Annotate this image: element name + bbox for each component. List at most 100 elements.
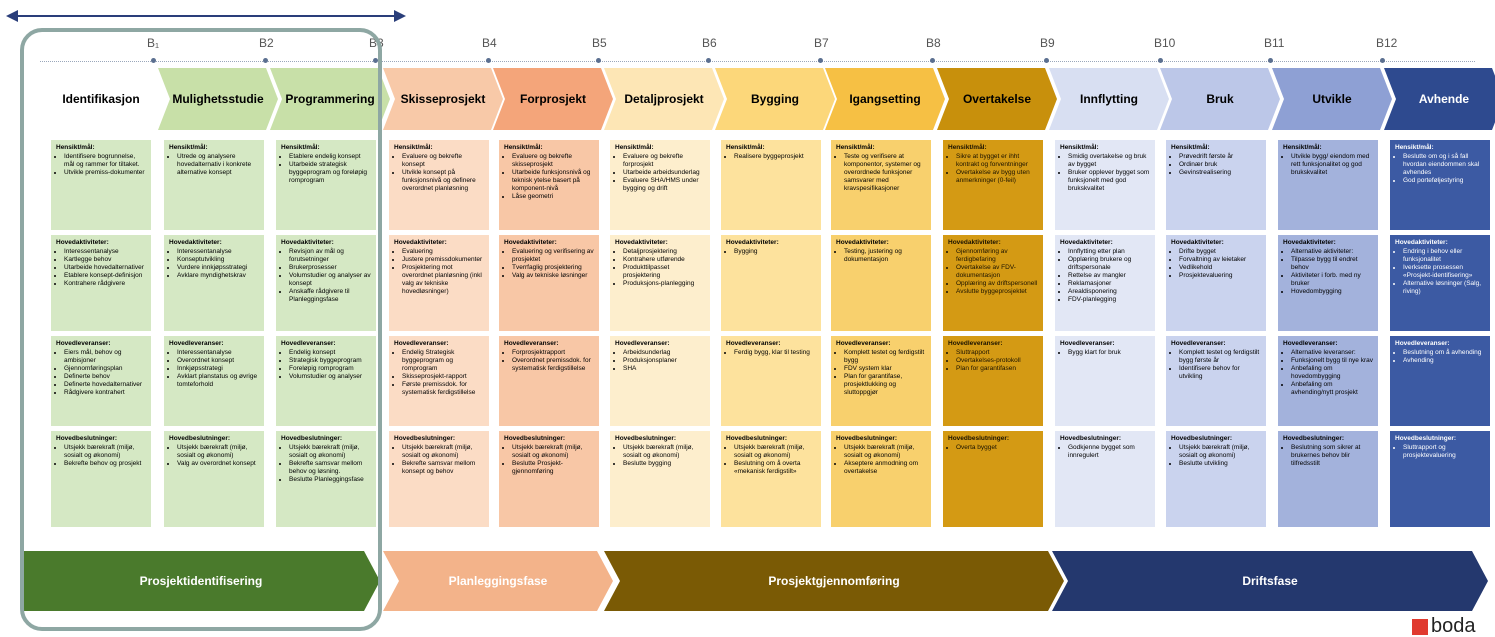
bullet-list: InteressentanalyseKonseptutviklingVurder… xyxy=(169,248,259,280)
milestone-dot xyxy=(1158,58,1163,63)
bullet-item: Identifisere bogrunnelse, mål og rammer … xyxy=(64,153,146,169)
cell-goal: Hensikt/mål:Evaluere og bekrefte forpros… xyxy=(610,140,710,230)
band-driftsfase: Driftsfase xyxy=(1052,551,1488,611)
bullet-item: Bekrefte behov og prosjekt xyxy=(64,460,146,468)
cell-goal: Hensikt/mål:Sikre at bygget er ihht kont… xyxy=(943,140,1043,230)
bullet-item: Endelig konsept xyxy=(289,349,371,357)
phase-column-innflytting: Hensikt/mål: Smidig overtakelse og bruk a… xyxy=(1055,140,1155,540)
bullet-item: Gjennomføring av ferdigbefaring xyxy=(956,248,1038,264)
bullet-item: Justere premissdokumenter xyxy=(402,256,484,264)
bullet-item: Smidig overtakelse og bruk av bygget xyxy=(1068,153,1150,169)
company-logo: boda xyxy=(1412,612,1492,636)
cell-title: Hovedleveranser: xyxy=(948,340,1003,347)
bullet-item: Utarbeide funksjonsnivå og teknisk ytels… xyxy=(512,169,594,193)
bullet-item: Beslutte om og i så fall hvordan eiendom… xyxy=(1403,153,1485,177)
cell-title: Hensikt/mål: xyxy=(1171,144,1210,151)
cell-title: Hovedleveranser: xyxy=(726,340,781,347)
bullet-item: Sluttrapport xyxy=(956,349,1038,357)
milestone-dot xyxy=(596,58,601,63)
bullet-list: Beslutning om å avhendingAvhending xyxy=(1395,349,1485,365)
bullet-item: Anskaffe rådgivere til Planleggingsfase xyxy=(289,288,371,304)
cell-title: Hovedleveranser: xyxy=(281,340,336,347)
bullet-item: Bekrefte samsvar mellom konsept og behov xyxy=(402,460,484,476)
phase-column-forprosjekt: Hensikt/mål:Evaluere og bekrefte skissep… xyxy=(499,140,599,540)
phase-header-overtakelse: Overtakelse xyxy=(937,68,1057,130)
bullet-list: DetaljprosjekteringKontrahere utførendeP… xyxy=(615,248,705,288)
cell-title: Hensikt/mål: xyxy=(1060,144,1099,151)
bullet-item: Foreløpig romprogram xyxy=(289,365,371,373)
bullet-item: Utvikle bygg/ eiendom med rett funksjona… xyxy=(1291,153,1373,177)
milestone-dot xyxy=(263,58,268,63)
bullet-item: Ordinær bruk xyxy=(1179,161,1261,169)
bullet-item: Utsjekk bærekraft (miljø, sosialt og øko… xyxy=(177,444,259,460)
bullet-list: Gjennomføring av ferdigbefaringOvertakel… xyxy=(948,248,1038,296)
cell-title: Hovedaktiviteter: xyxy=(1171,239,1224,246)
cell-title: Hovedleveranser: xyxy=(1283,340,1338,347)
bullet-item: Opplæring av driftspersonell xyxy=(956,280,1038,288)
bullet-item: Endelig Strategisk byggeprogram og rompr… xyxy=(402,349,484,373)
bullet-item: Evaluere og bekrefte konsept xyxy=(402,153,484,169)
bullet-item: FDV-planlegging xyxy=(1068,296,1150,304)
bullet-list: Endring i behov eller funksjonalitetIver… xyxy=(1395,248,1485,296)
cell-title: Hensikt/mål: xyxy=(394,144,433,151)
band-prosjektidentifisering: Prosjektidentifisering xyxy=(22,551,380,611)
cell-decisions: Hovedbeslutninger:Utsjekk bærekraft (mil… xyxy=(1166,431,1266,527)
cell-title: Hovedleveranser: xyxy=(836,340,891,347)
cell-decisions: Hovedbeslutninger:Overta bygget xyxy=(943,431,1043,527)
bullet-list: Alternative aktiviteter:Tilpasse bygg ti… xyxy=(1283,248,1373,296)
cell-title: Hovedaktiviteter: xyxy=(56,239,109,246)
cell-goal: Hensikt/mål:Etablere endelig konseptUtar… xyxy=(276,140,376,230)
bullet-item: Alternative aktiviteter: xyxy=(1291,248,1373,256)
bullet-item: Strategisk byggeprogram xyxy=(289,357,371,365)
bullet-item: Etablere endelig konsept xyxy=(289,153,371,161)
bullet-list: Utsjekk bærekraft (miljø, sosialt og øko… xyxy=(504,444,594,476)
cell-deliverables: Hovedleveranser:ArbeidsunderlagProduksjo… xyxy=(610,336,710,426)
bullet-item: Produkttilpasset prosjektering xyxy=(623,264,705,280)
bullet-item: Beslutning om å avhending xyxy=(1403,349,1485,357)
phase-column-skisseprosjekt: Hensikt/mål: Evaluere og bekrefte konsept… xyxy=(389,140,489,540)
bullet-list: Endelig konseptStrategisk byggeprogramFo… xyxy=(281,349,371,381)
bullet-item: Komplett testet og ferdigstilt bygg xyxy=(844,349,926,365)
bullet-item: Utsjekk bærekraft (miljø, sosialt og øko… xyxy=(623,444,705,460)
milestone-label: B12 xyxy=(1376,36,1398,50)
double-arrow-icon xyxy=(6,10,406,22)
bullet-item: Utsjekk bærekraft (miljø, sosialt og øko… xyxy=(512,444,594,460)
bullet-list: Utvikle bygg/ eiendom med rett funksjona… xyxy=(1283,153,1373,177)
bullet-item: God porteføljestyring xyxy=(1403,177,1485,185)
bullet-item: Utarbeide arbeidsunderlag xyxy=(623,169,705,177)
bullet-item: Identifisere behov for utvikling xyxy=(1179,365,1261,381)
bullet-item: Produksjonsplaner xyxy=(623,357,705,365)
bullet-item: Skisseprosjekt-rapport xyxy=(402,373,484,381)
bullet-item: Beslutning som sikrer at brukernes behov… xyxy=(1291,444,1373,468)
milestone-label: B9 xyxy=(1040,36,1055,50)
bullet-list: Utsjekk bærekraft (miljø, sosialt og øko… xyxy=(726,444,816,476)
bullet-item: Plan for garantifase, prosjektlukking og… xyxy=(844,373,926,397)
highlight-frame xyxy=(20,28,382,631)
cell-title: Hensikt/mål: xyxy=(169,144,208,151)
cell-title: Hovedbeslutninger: xyxy=(1283,435,1345,442)
cell-title: Hovedaktiviteter: xyxy=(394,239,447,246)
bullet-item: Sluttrapport og prosjektevaluering xyxy=(1403,444,1485,460)
bullet-item: Overta bygget xyxy=(956,444,1038,452)
bullet-item: Evaluere SHA/HMS under bygging og drift xyxy=(623,177,705,193)
bullet-item: Bygg klart for bruk xyxy=(1068,349,1150,357)
cell-deliverables: Hovedleveranser:Bygg klart for bruk xyxy=(1055,336,1155,426)
cell-activities: Hovedaktiviteter:Gjennomføring av ferdig… xyxy=(943,235,1043,331)
bullet-item: Sikre at bygget er ihht kontrakt og forv… xyxy=(956,153,1038,169)
cell-title: Hensikt/mål: xyxy=(504,144,543,151)
cell-title: Hovedaktiviteter: xyxy=(1060,239,1113,246)
cell-decisions: Hovedbeslutninger:Utsjekk bærekraft (mil… xyxy=(721,431,821,527)
cell-deliverables: Hovedleveranser:Beslutning om å avhendin… xyxy=(1390,336,1490,426)
cell-goal: Hensikt/mål: Smidig overtakelse og bruk a… xyxy=(1055,140,1155,230)
milestone-dot xyxy=(818,58,823,63)
cell-goal: Hensikt/mål:Teste og verifisere at kompo… xyxy=(831,140,931,230)
phase-header-identifikasjon: Identifikasjon xyxy=(45,68,157,130)
bullet-item: Evaluere og bekrefte forprosjekt xyxy=(623,153,705,169)
bullet-item: Kontrahere utførende xyxy=(623,256,705,264)
bullet-item: Utsjekk bærekraft (miljø, sosialt og øko… xyxy=(1179,444,1261,460)
phase-column-bruk: Hensikt/mål:Prøvedrift første årOrdinær … xyxy=(1166,140,1266,540)
bullet-item: Vedlikehold xyxy=(1179,264,1261,272)
phase-column-avhende: Hensikt/mål:Beslutte om og i så fall hvo… xyxy=(1390,140,1490,540)
milestone-dot xyxy=(930,58,935,63)
milestone-label: B₁ xyxy=(147,36,160,50)
